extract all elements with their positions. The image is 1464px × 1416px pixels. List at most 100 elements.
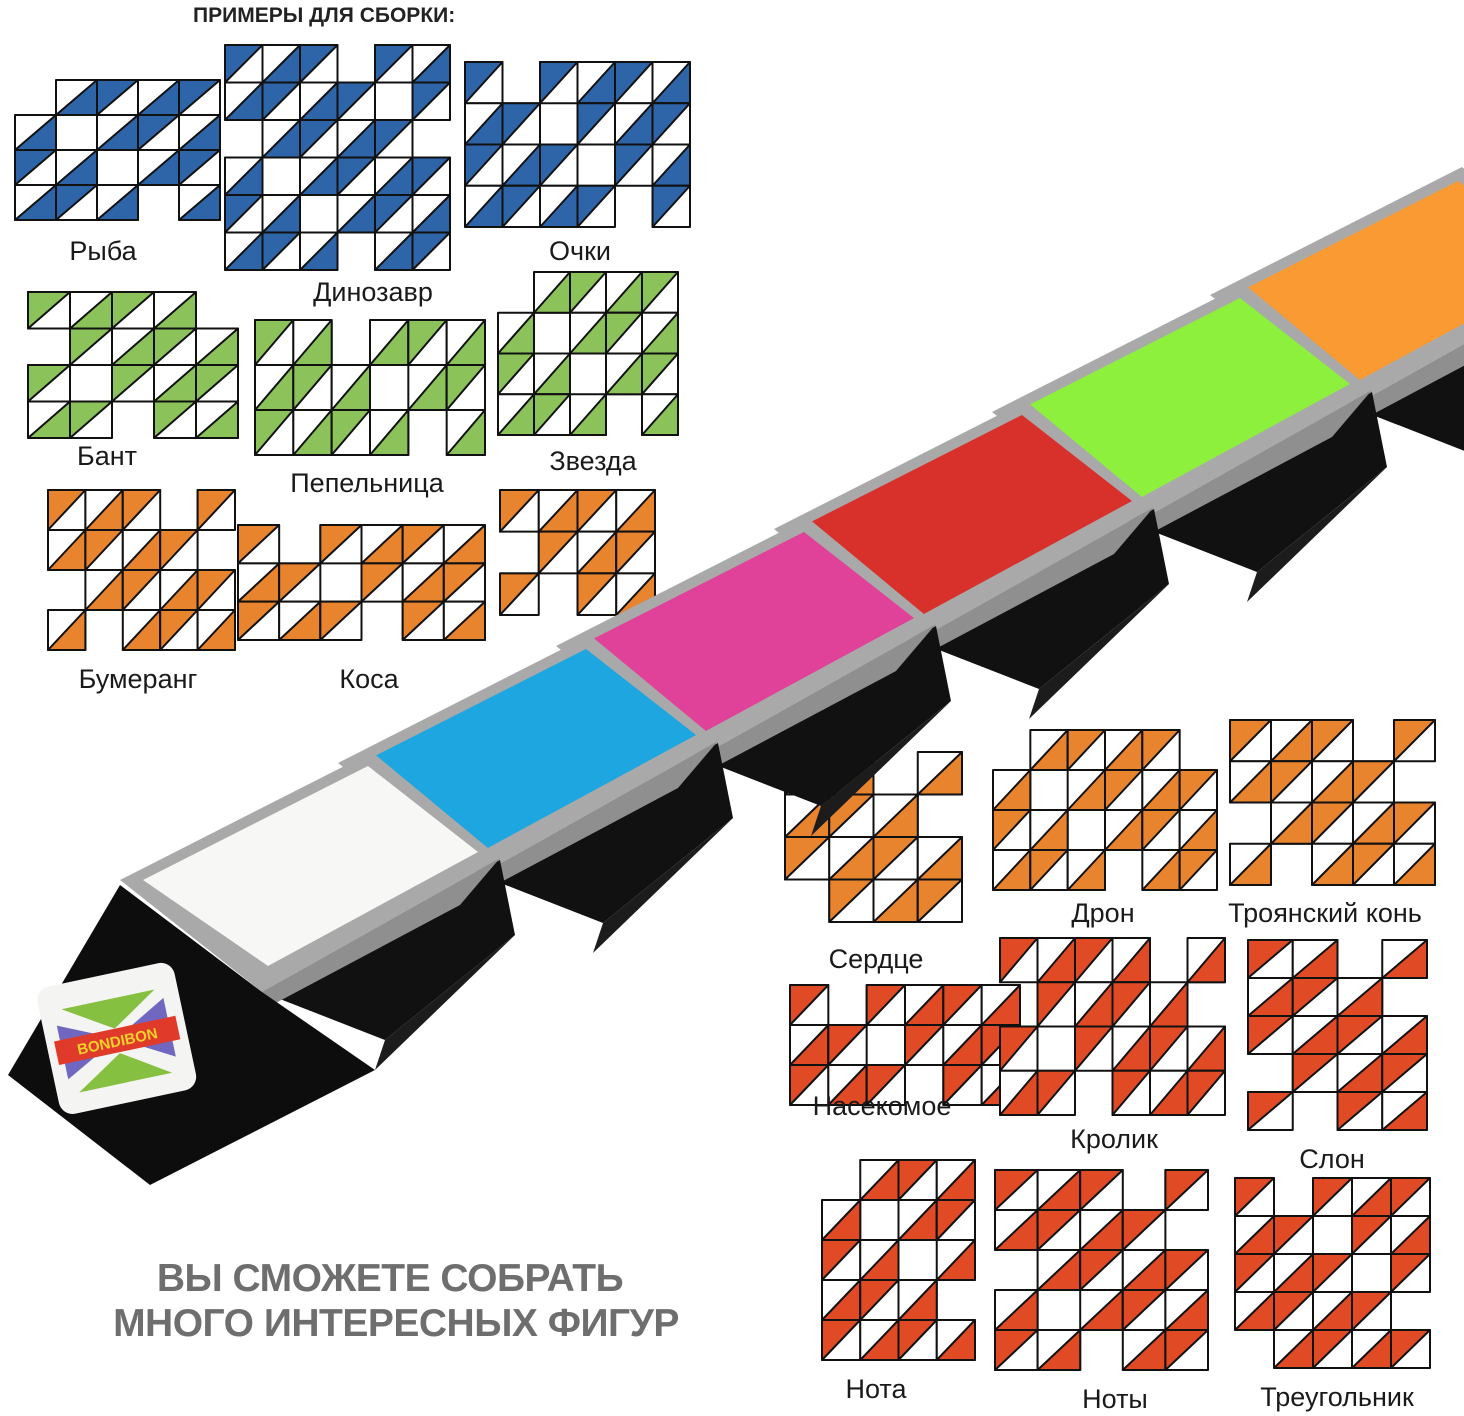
figure-cell-colored	[651, 102, 691, 146]
figure-cell-colored	[1186, 1069, 1226, 1116]
figure-cell-colored	[1247, 1091, 1294, 1131]
figure-cell-colored	[360, 562, 404, 603]
figure-cell-colored	[576, 572, 618, 616]
snake-figure-unnamed	[499, 489, 656, 616]
figure-cell-colored	[261, 231, 301, 271]
figure-label: Бумеранг	[78, 664, 198, 694]
figure-cell-colored	[615, 530, 656, 575]
figure-cell-colored	[407, 319, 448, 366]
figure-label: Динозавр	[313, 277, 433, 307]
figure-cell-colored	[935, 1239, 976, 1281]
segment-gray-edge	[1352, 343, 1464, 420]
figure-cell-colored	[84, 529, 124, 571]
figure-cell-colored	[111, 291, 155, 330]
figure-cell-colored	[1104, 769, 1144, 811]
logo-shape	[61, 989, 155, 1029]
figure-cell-colored	[1121, 1289, 1167, 1331]
figure-cell-colored	[916, 751, 963, 796]
figure-cell-colored	[299, 44, 339, 84]
figure-cell-colored	[336, 156, 376, 196]
snake-figure-Ноты	[994, 1169, 1209, 1371]
figure-cell-colored	[121, 489, 162, 531]
figure-cell-colored	[411, 231, 451, 271]
snake-figure-Рыба	[14, 79, 221, 221]
figure-label: Троянский конь	[1228, 898, 1422, 928]
figure-cell-colored	[153, 327, 197, 366]
segment-color-face	[579, 532, 914, 732]
snake-figure-Кролик	[999, 937, 1226, 1116]
figure-cell-colored	[374, 44, 414, 84]
figure-cell-colored	[137, 114, 180, 151]
figure-cell-colored	[330, 409, 371, 456]
segment-gray-edge	[916, 507, 1154, 654]
figure-cell-colored	[464, 143, 504, 187]
figure-cell-colored	[1036, 981, 1076, 1028]
figure-label: Ноты	[1082, 1384, 1148, 1414]
figure-cell-colored	[1393, 842, 1436, 886]
figure-cell-colored	[1336, 1091, 1384, 1131]
figure-cell-colored	[411, 81, 451, 121]
figure-cell-colored	[1178, 769, 1218, 811]
figure-cell-colored	[533, 393, 571, 436]
figure-cell-colored	[1390, 1253, 1431, 1293]
figure-cell-colored	[1186, 937, 1226, 984]
figure-cell-colored	[445, 409, 486, 456]
figure-cell-colored	[641, 393, 679, 436]
figure-cell-colored	[69, 400, 113, 439]
figure-label: Сердце	[828, 944, 924, 974]
figure-cell-colored	[1351, 1215, 1392, 1255]
figure-cell-colored	[614, 61, 654, 105]
figure-cell-colored	[1121, 1209, 1167, 1251]
snake-figure-Бант	[27, 291, 239, 439]
segment-black-side	[1029, 584, 1169, 719]
figure-cell-colored	[1164, 1249, 1209, 1291]
figure-cell-colored	[1036, 1209, 1082, 1251]
figure-cell-colored	[1111, 981, 1151, 1028]
figure-cell-colored	[55, 184, 98, 221]
figure-cell-colored	[224, 44, 264, 84]
figure-cell-colored	[96, 184, 139, 221]
snake-figure-Треугольник	[1234, 1177, 1431, 1369]
figure-cell-colored	[69, 327, 113, 366]
snake-figure-Пепельница	[254, 319, 486, 456]
figure-cell-colored	[872, 836, 919, 881]
figure-cell-colored	[159, 609, 199, 651]
figure-cell-colored	[821, 1319, 862, 1361]
end-cap-face	[8, 885, 375, 1185]
figure-cell-colored	[1079, 1249, 1124, 1291]
segment-color-face	[143, 766, 478, 966]
figure-cell-colored	[942, 1064, 983, 1106]
figure-cell-colored	[904, 1024, 945, 1066]
figure-cell-colored	[401, 524, 445, 565]
figure-cell-colored	[651, 184, 691, 228]
figure-cell-colored	[442, 600, 486, 641]
figure-cell-colored	[1036, 1329, 1082, 1371]
figure-cell-colored	[195, 364, 239, 403]
figure-cell-colored	[319, 600, 363, 641]
figure-cell-colored	[336, 81, 376, 121]
snake-figure-Дрон	[992, 729, 1218, 891]
figure-label: Слон	[1299, 1144, 1365, 1174]
figure-cell-colored	[999, 1025, 1039, 1072]
segment-color-face	[361, 649, 696, 849]
figure-cell-colored	[994, 1169, 1039, 1211]
figure-cell-colored	[27, 364, 71, 403]
figure-cell-colored	[1270, 760, 1313, 804]
figure-cell-colored	[224, 194, 264, 234]
figure-cell-colored	[859, 1279, 900, 1321]
figure-cell-colored	[821, 1239, 862, 1281]
figure-cell-colored	[442, 562, 486, 603]
figure-cell-colored	[195, 400, 239, 439]
figure-cell-colored	[1352, 760, 1395, 804]
segment-gray-edge	[480, 741, 718, 888]
figure-cell-colored	[411, 156, 451, 196]
figure-label: Насекомое	[812, 1091, 952, 1121]
figure-cell-colored	[299, 119, 339, 159]
figure-cell-colored	[1079, 1169, 1124, 1211]
figure-cell-colored	[1178, 849, 1218, 891]
figure-cell-colored	[999, 937, 1039, 984]
figure-cell-colored	[1111, 1069, 1151, 1116]
segment-gray-edge	[698, 624, 936, 771]
logo-banner	[54, 1015, 181, 1066]
segment-gray-edge	[262, 858, 500, 1005]
